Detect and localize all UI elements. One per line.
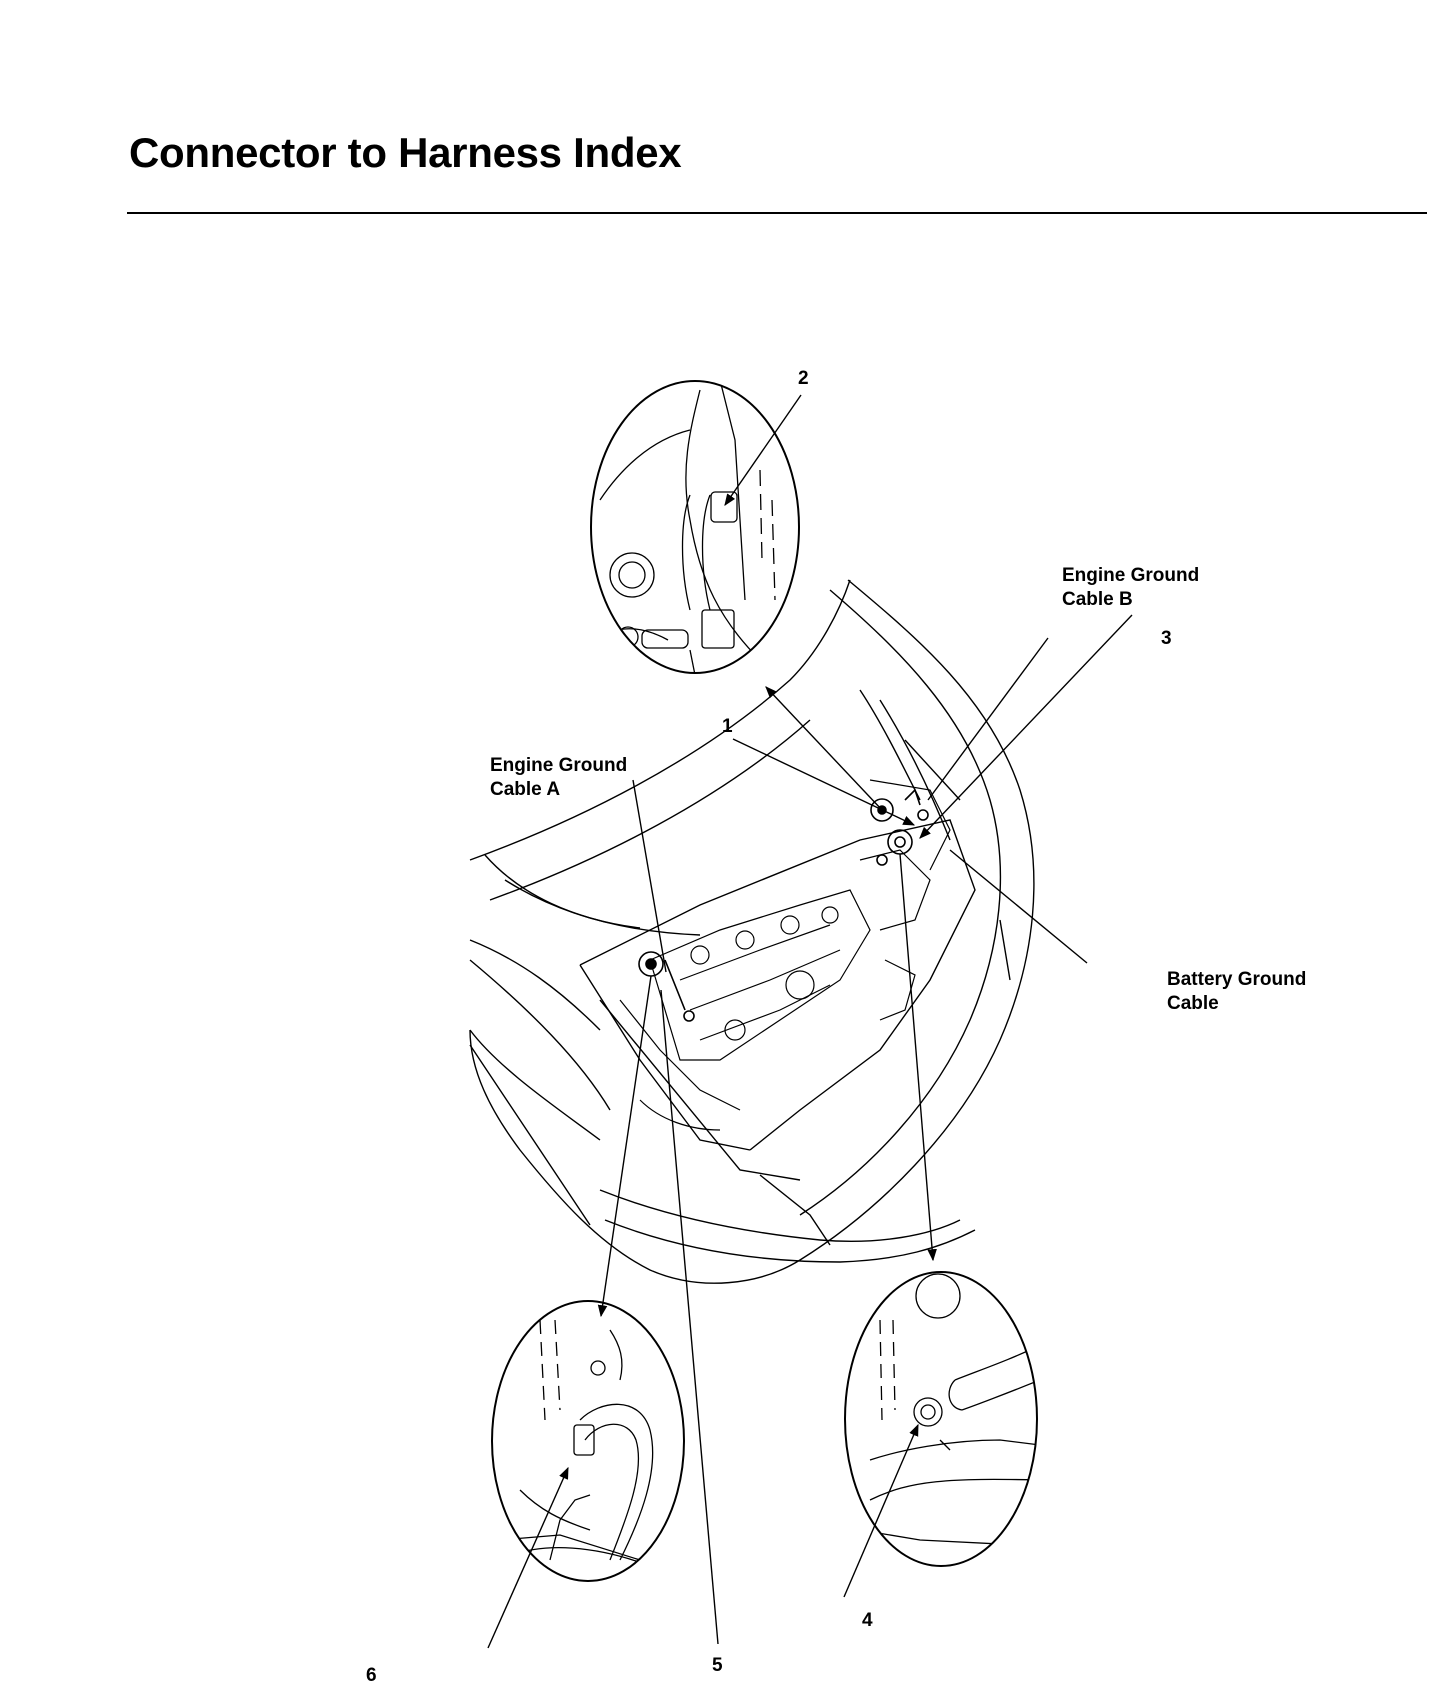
detail-view-bottom-left (491, 1300, 685, 1582)
battery-ground-cable-label: Battery Ground Cable (1167, 968, 1306, 1016)
label-line: Engine Ground (490, 755, 628, 776)
label-line: Cable A (490, 779, 561, 800)
engine-ground-cable-a-label: Engine Ground Cable A (490, 754, 627, 802)
callout-4: 4 (862, 1610, 873, 1631)
callout-1: 1 (722, 716, 733, 737)
label-line: Cable B (1062, 589, 1133, 610)
label-line: Battery Ground (1167, 969, 1307, 990)
callout-6: 6 (366, 1665, 377, 1686)
page-title: Connector to Harness Index (129, 129, 682, 176)
title-rule (127, 212, 1427, 214)
vehicle-body (469, 579, 1035, 1284)
detail-view-top (590, 380, 800, 674)
battery-ground-point-icon (870, 798, 894, 822)
engine-ground-cable-b-label: Engine Ground Cable B (1062, 564, 1199, 612)
label-line: Cable (1167, 993, 1219, 1014)
label-line: Engine Ground (1062, 565, 1200, 586)
callout-5: 5 (712, 1655, 723, 1676)
callout-3: 3 (1161, 628, 1172, 649)
callout-2: 2 (798, 368, 809, 389)
ground-points (638, 788, 929, 1022)
detail-view-bottom-right (844, 1271, 1038, 1567)
leader-lines (487, 394, 1133, 1649)
engine-assembly (619, 779, 951, 1131)
